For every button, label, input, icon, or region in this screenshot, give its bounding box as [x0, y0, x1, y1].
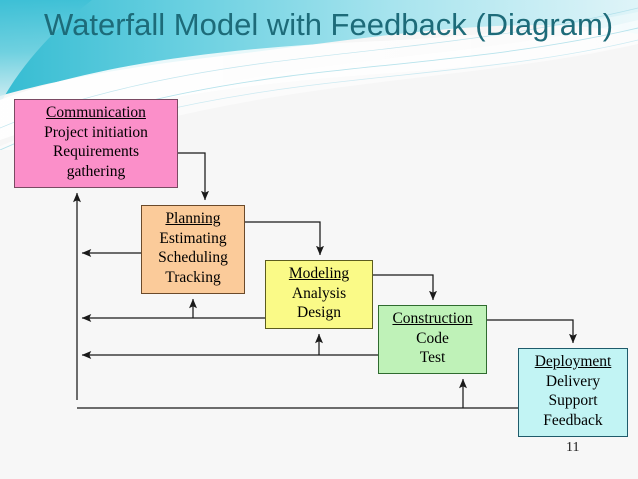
process-box-construction[interactable]: Construction Code Test — [378, 305, 487, 374]
box-line: Feedback — [543, 411, 603, 429]
arrow-planning-to-modeling — [245, 221, 325, 256]
box-line: Estimating — [159, 229, 227, 247]
box-heading: Communication — [46, 104, 146, 121]
slide-title: Waterfall Model with Feedback (Diagram) — [44, 7, 614, 42]
box-heading: Planning — [165, 210, 221, 227]
box-line: gathering — [66, 162, 126, 180]
box-line: Test — [419, 349, 446, 366]
box-line: Support — [548, 392, 598, 409]
box-line: Scheduling — [158, 249, 228, 266]
box-line: Project initiation — [44, 123, 148, 141]
arrow-construction-to-deployment — [487, 319, 578, 344]
process-box-modeling[interactable]: Modeling Analysis Design — [265, 260, 373, 329]
box-line: Analysis — [291, 284, 347, 302]
box-line: Tracking — [165, 268, 221, 286]
box-heading: Construction — [392, 310, 473, 327]
arrow-communication-to-planning — [178, 152, 210, 201]
feedback-rail-deployment-bottom — [77, 407, 574, 437]
box-heading: Deployment — [534, 353, 612, 370]
box-line: Code — [416, 329, 449, 347]
box-heading: Modeling — [288, 265, 350, 282]
process-box-communication[interactable]: Communication Project initiation Require… — [14, 99, 178, 188]
box-line: Delivery — [545, 372, 601, 390]
process-box-deployment[interactable]: Deployment Delivery Support Feedback — [518, 348, 628, 437]
arrow-modeling-to-construction — [373, 274, 438, 301]
process-box-planning[interactable]: Planning Estimating Scheduling Tracking — [141, 205, 245, 294]
box-line: Design — [297, 304, 341, 321]
page-number: 11 — [566, 440, 580, 455]
box-line: Requirements — [52, 143, 140, 160]
